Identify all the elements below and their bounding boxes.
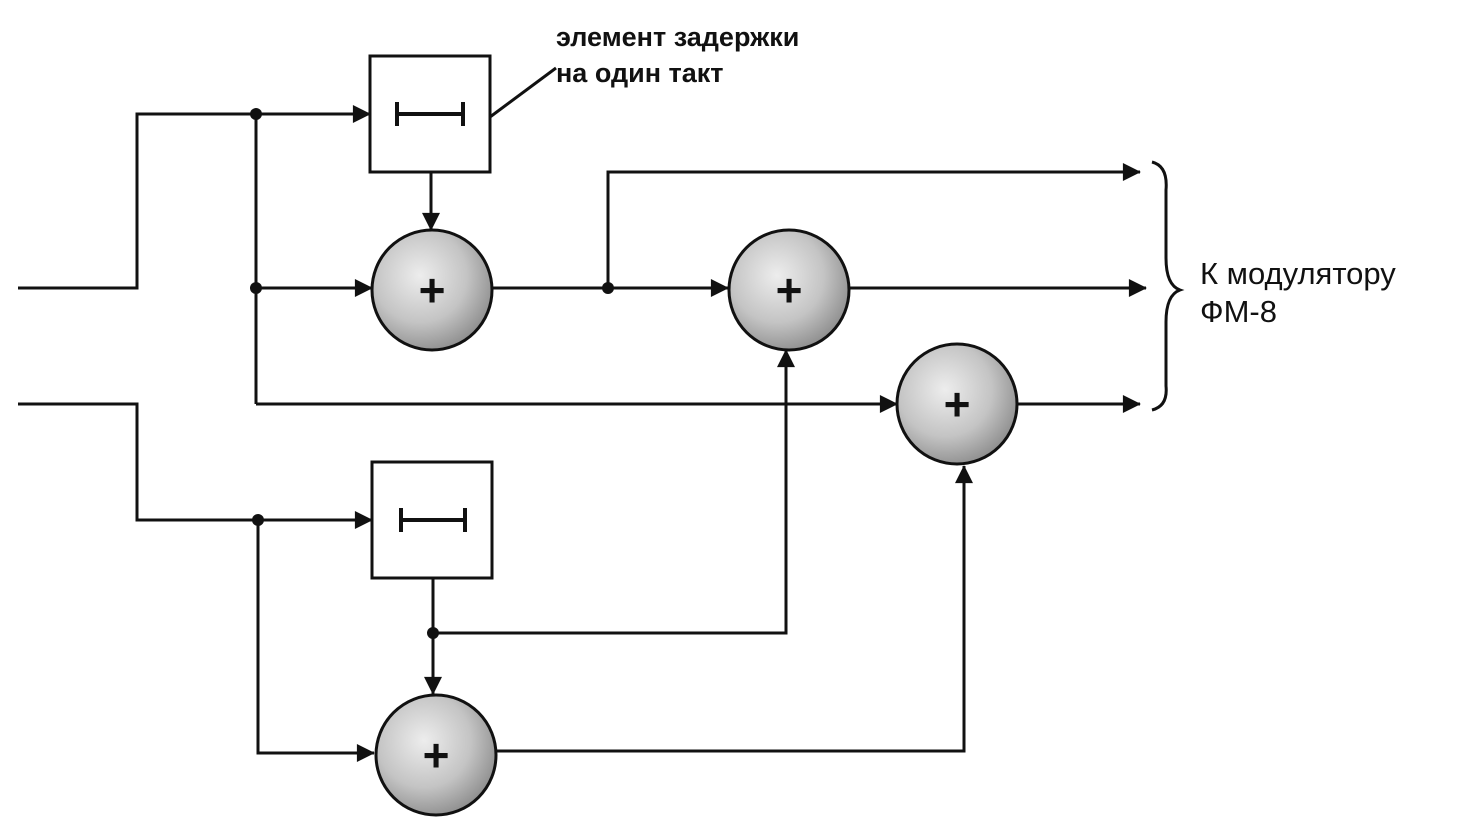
adder-3: + [895,342,1019,466]
adder-1: + [370,228,494,352]
delay-element-1 [368,54,492,174]
destination-label-line2: ФМ-8 [1200,294,1277,329]
wire-adder4-to-adder3 [496,465,973,753]
junction-dot [250,282,262,294]
junctions [250,108,614,639]
delay-bar-icon [399,508,467,532]
destination-label-line1: К модулятору [1200,256,1396,291]
delay-label-line2: на один такт [556,58,723,88]
junction-dot [250,108,262,120]
plus-icon: + [423,729,450,781]
input-line-upper [18,112,256,290]
wire-to-adder-4 [256,520,375,762]
plus-icon: + [776,264,803,316]
adder-4: + [374,693,498,817]
callout-leader [489,66,557,119]
plus-icon: + [944,378,971,430]
delay-element-2 [370,460,494,580]
junction-dot [252,514,264,526]
delay-bar-icon [395,102,465,126]
wire-delay2-to-adder2 [433,349,795,635]
delay-label-line1: элемент задержки [556,22,799,52]
adder-2: + [727,228,851,352]
input-line-lower [18,402,258,522]
plus-icon: + [419,264,446,316]
output-brace [1151,160,1185,412]
junction-dot [602,282,614,294]
junction-dot [427,627,439,639]
wire-output-top [606,163,1141,288]
